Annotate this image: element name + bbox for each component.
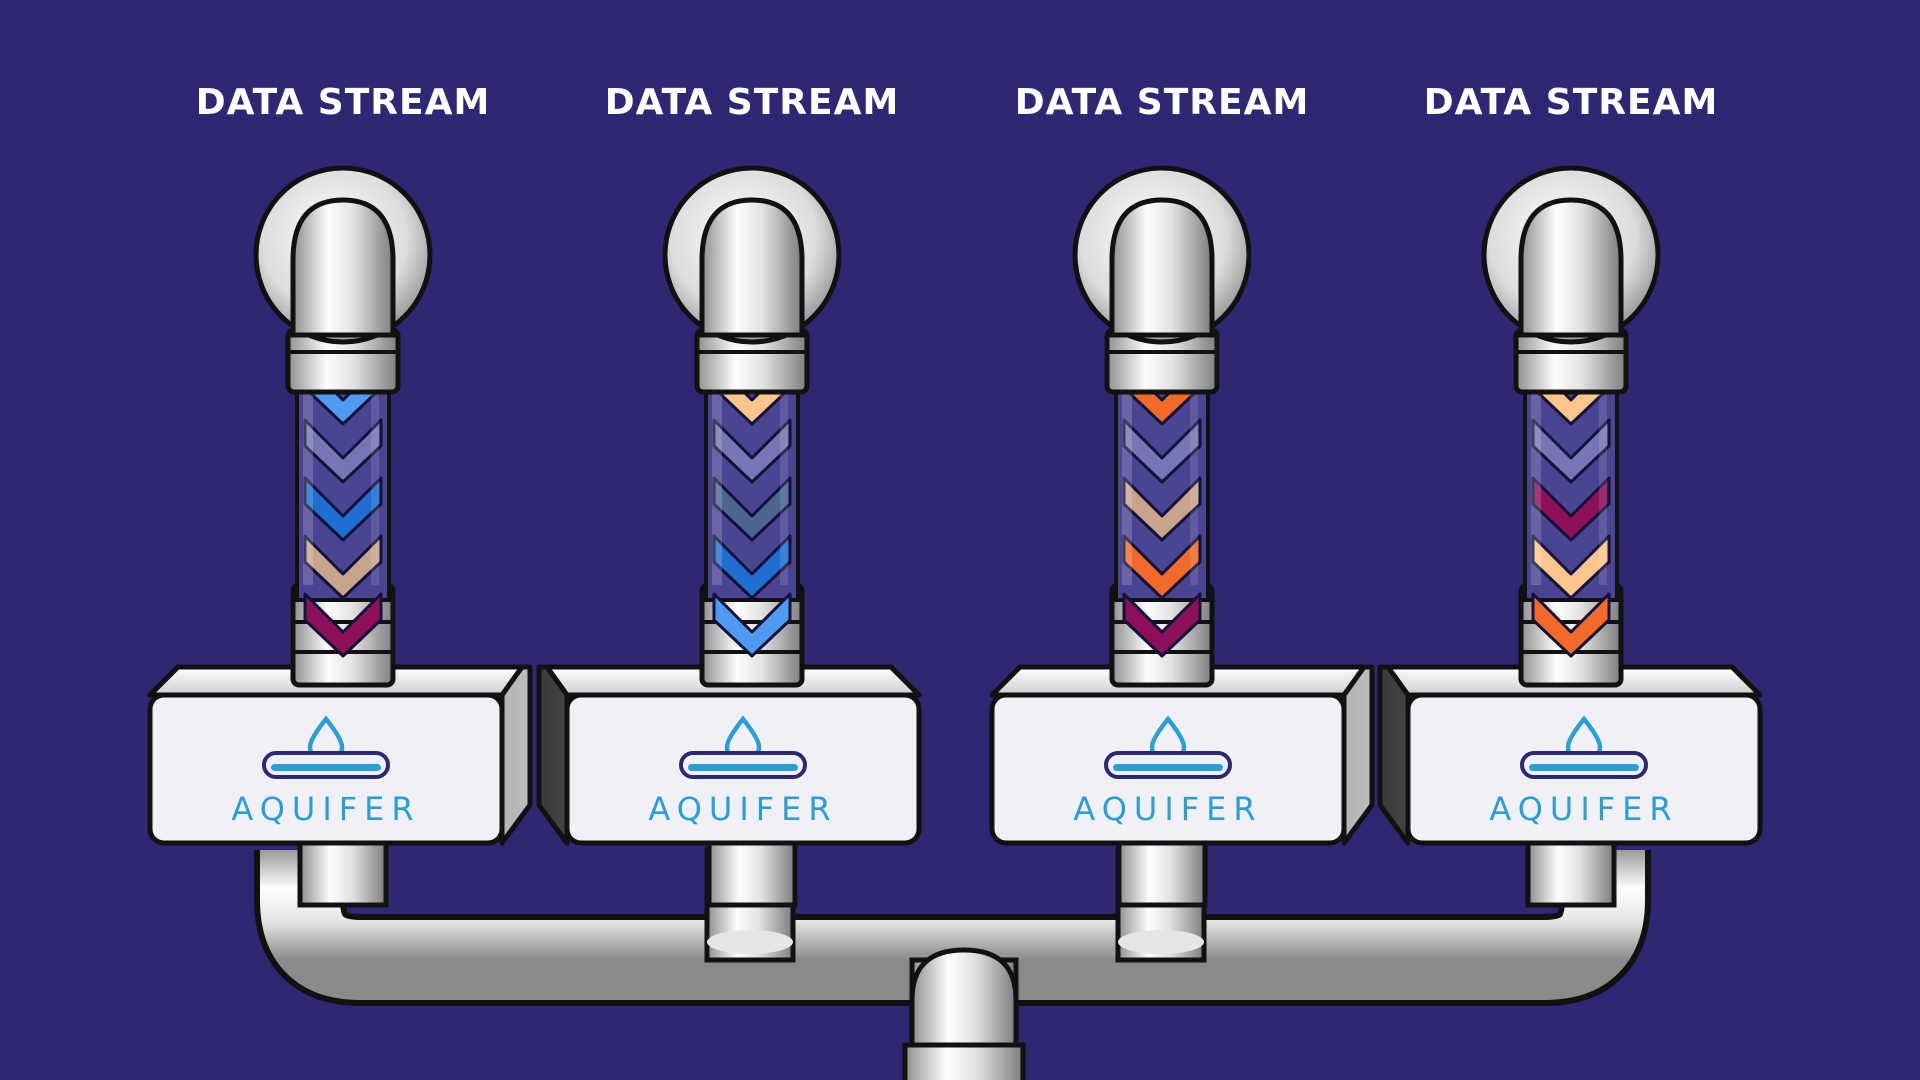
- data-chevron: [303, 592, 383, 658]
- glass-tube: [704, 360, 800, 658]
- stream-label: DATA STREAM: [1423, 82, 1719, 123]
- data-chevron: [1531, 534, 1611, 600]
- data-chevron: [1122, 476, 1202, 542]
- collector-pipe: [254, 847, 1651, 1080]
- aquifer-logo: AQUIFER: [231, 715, 420, 828]
- stream-unit: AQUIFER: [989, 165, 1375, 908]
- data-chevron: [712, 592, 792, 658]
- drain-pipe: [706, 832, 798, 908]
- aquifer-box: AQUIFER: [1377, 664, 1763, 846]
- aquifer-brand-label: AQUIFER: [231, 790, 420, 828]
- aquifer-logo: AQUIFER: [648, 715, 837, 828]
- drain-pipe: [1525, 832, 1617, 908]
- drain-pipe: [297, 832, 389, 908]
- data-chevron: [712, 476, 792, 542]
- aquifer-logo: AQUIFER: [1073, 715, 1262, 828]
- data-chevron: [712, 534, 792, 600]
- data-chevron: [1122, 592, 1202, 658]
- data-chevron: [1531, 592, 1611, 658]
- aquifer-brand-label: AQUIFER: [1073, 790, 1262, 828]
- data-chevron: [1531, 476, 1611, 542]
- aquifer-brand-label: AQUIFER: [648, 790, 837, 828]
- inlet-elbow: [662, 165, 842, 345]
- stream-label: DATA STREAM: [195, 82, 491, 123]
- aquifer-box: AQUIFER: [147, 664, 533, 846]
- data-chevron: [1531, 418, 1611, 484]
- stream-unit: AQUIFER: [536, 165, 922, 908]
- data-chevron: [1122, 418, 1202, 484]
- inlet-elbow: [253, 165, 433, 345]
- inlet-elbow: [1072, 165, 1252, 345]
- glass-tube: [1523, 360, 1619, 658]
- data-chevron: [1122, 534, 1202, 600]
- stream-label: DATA STREAM: [1014, 82, 1310, 123]
- data-chevron: [303, 418, 383, 484]
- stream-unit: AQUIFER: [147, 165, 533, 908]
- aquifer-brand-label: AQUIFER: [1489, 790, 1678, 828]
- aquifer-box: AQUIFER: [536, 664, 922, 846]
- stream-unit: AQUIFER: [1377, 165, 1763, 908]
- aquifer-box: AQUIFER: [989, 664, 1375, 846]
- data-chevron: [303, 476, 383, 542]
- stream-label: DATA STREAM: [604, 82, 900, 123]
- data-chevron: [303, 534, 383, 600]
- aquifer-logo: AQUIFER: [1489, 715, 1678, 828]
- inlet-elbow: [1481, 165, 1661, 345]
- data-chevron: [712, 418, 792, 484]
- drain-pipe: [1116, 832, 1208, 908]
